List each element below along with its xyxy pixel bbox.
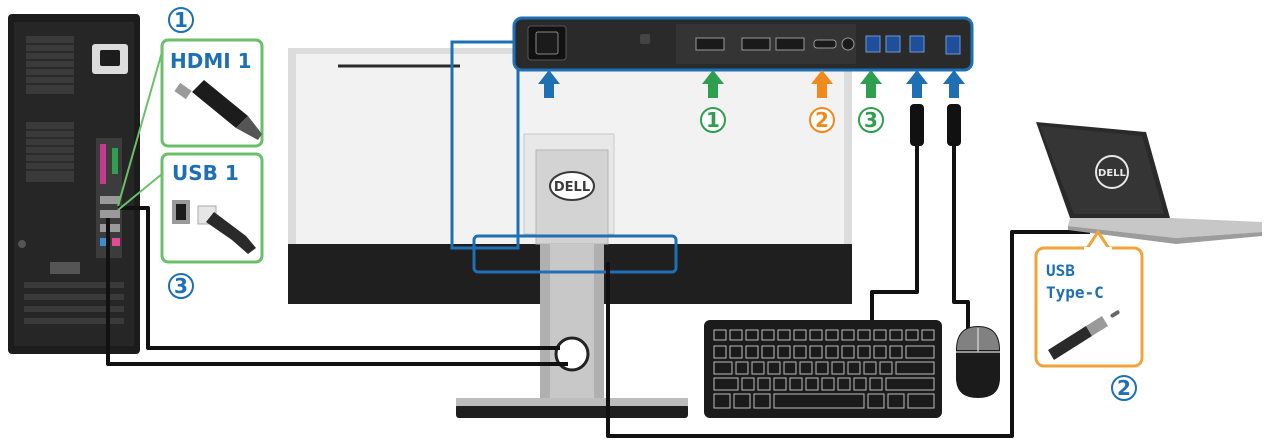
usb-plug-icon xyxy=(172,200,256,254)
usbc-plug-icon xyxy=(1048,310,1120,360)
laptop: DELL xyxy=(1036,122,1262,244)
usb-label: USB 1 xyxy=(172,161,239,185)
keyboard xyxy=(704,320,942,418)
monitor: DELL xyxy=(288,40,852,418)
power-up-arrow-icon xyxy=(538,70,560,98)
usbc-label-line2: Type-C xyxy=(1046,283,1104,302)
usb-keyboard-up-arrow-icon xyxy=(906,70,928,98)
port-marker-two: 2 xyxy=(815,108,829,132)
port-markers: 1 2 3 xyxy=(700,107,884,133)
pc-marker-three: 3 xyxy=(174,274,188,298)
monitor-logo: DELL xyxy=(554,180,590,195)
pc-marker-one: 1 xyxy=(174,8,188,32)
usbc-label-line1: USB xyxy=(1046,261,1075,280)
desktop-tower xyxy=(8,14,140,354)
usbc-up-arrow-icon xyxy=(811,70,833,98)
port-panel xyxy=(512,16,974,72)
pc-callouts: 1 HDMI 1 USB 1 3 xyxy=(117,7,264,299)
hdmi-plug-icon xyxy=(174,80,262,140)
port-marker-one: 1 xyxy=(706,108,720,132)
laptop-logo: DELL xyxy=(1098,168,1127,179)
usbc-callout-group: USB Type-C 2 xyxy=(1034,230,1144,401)
hdmi-label: HDMI 1 xyxy=(170,49,252,73)
cables xyxy=(106,104,1090,438)
usb-upstream-up-arrow-icon xyxy=(860,70,882,98)
port-marker-three: 3 xyxy=(864,108,878,132)
usb-mouse-up-arrow-icon xyxy=(943,70,965,98)
port-arrows xyxy=(538,70,965,98)
laptop-marker-two: 2 xyxy=(1117,376,1131,400)
hdmi-up-arrow-icon xyxy=(702,70,724,98)
mouse xyxy=(956,326,1000,398)
